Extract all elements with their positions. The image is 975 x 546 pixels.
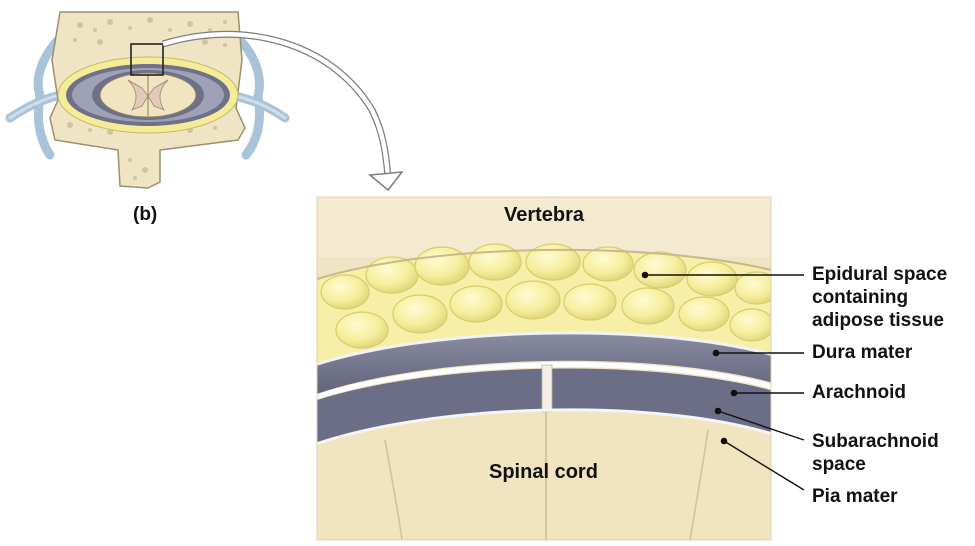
epidural-line-3: adipose tissue — [812, 310, 944, 331]
epidural-line-2: containing — [812, 287, 909, 308]
subarachnoid-line-2: space — [812, 454, 866, 475]
meninges-inset — [317, 197, 771, 540]
spinal-cord-region — [317, 411, 771, 540]
leader-subarachnoid — [717, 410, 805, 441]
zoom-region-box — [130, 43, 164, 76]
panel-label: (b) — [133, 204, 158, 225]
subarachnoid-space-label: Subarachnoid space — [812, 430, 939, 476]
magnify-arrow — [161, 30, 404, 192]
pia-mater-label: Pia mater — [812, 486, 898, 507]
pia-mater-layer — [317, 408, 771, 446]
arachnoid-label: Arachnoid — [812, 382, 906, 403]
epidural-line-1: Epidural space — [812, 264, 948, 285]
adipose-globules — [320, 243, 771, 349]
vertebra-label: Vertebra — [504, 204, 585, 226]
subarachnoid-line-1: Subarachnoid — [812, 431, 939, 452]
dura-mater-label: Dura mater — [812, 342, 913, 363]
vertebra-thumbnail — [5, 11, 290, 189]
spinal-cord-label: Spinal cord — [489, 461, 598, 483]
epidural-space-label: Epidural space containing adipose tissue — [812, 263, 947, 332]
inset-frame — [316, 196, 772, 541]
leader-pia — [723, 440, 805, 491]
leader-lines — [641, 271, 805, 491]
dura-mater-layer — [317, 332, 771, 394]
